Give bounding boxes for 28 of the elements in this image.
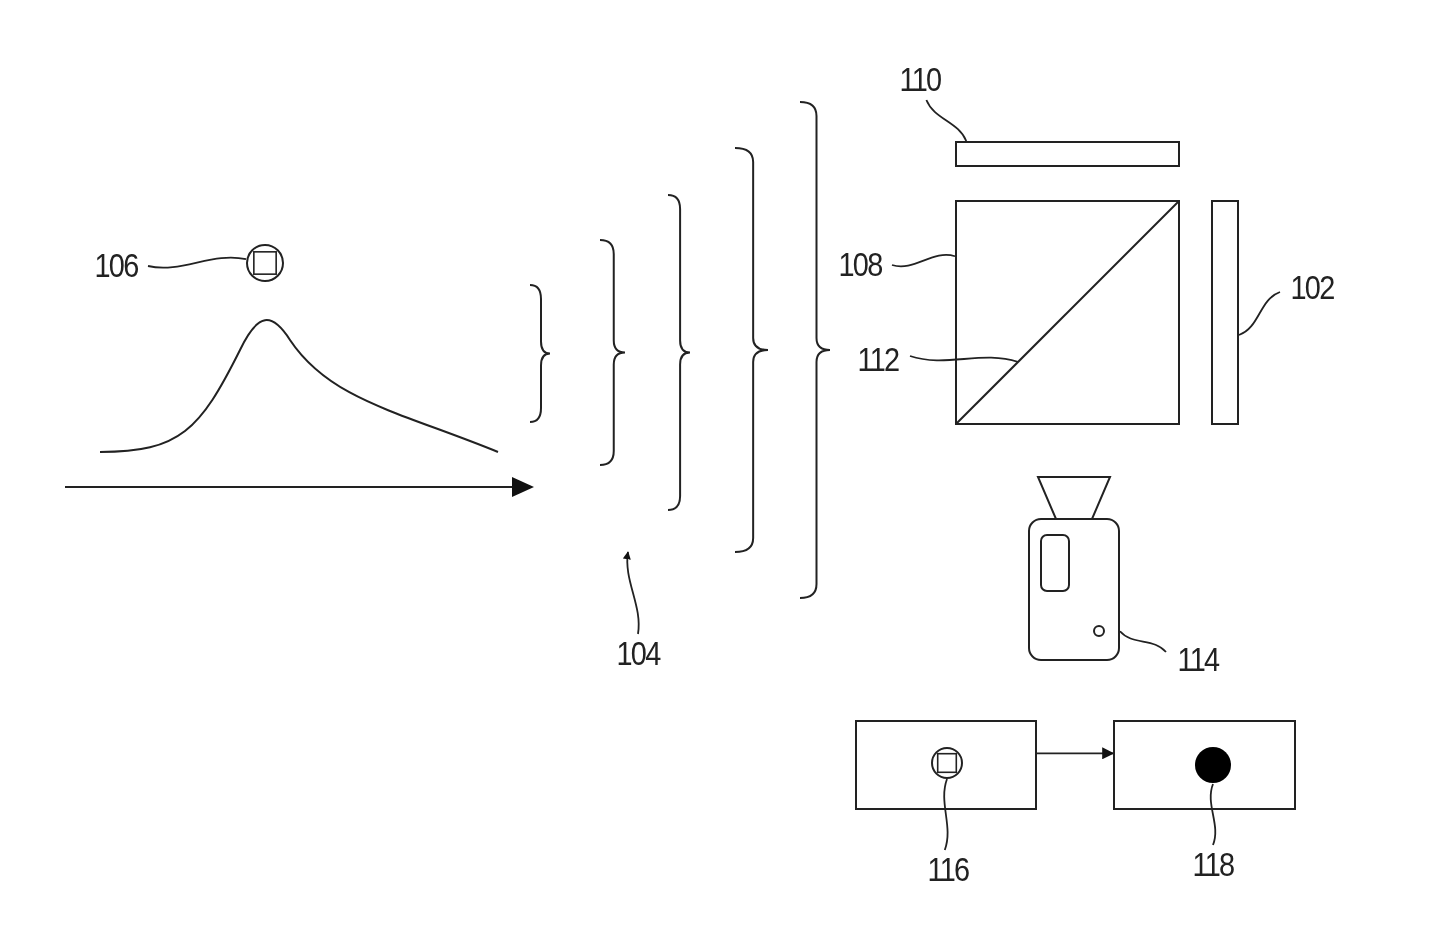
- cube-drawing: [955, 200, 1180, 425]
- callout-number: 112: [850, 340, 906, 380]
- callout-number: 116: [920, 850, 976, 890]
- leader-line: [1209, 783, 1217, 846]
- leader-line: [943, 778, 949, 851]
- arrow: [1036, 747, 1115, 760]
- filled-dot: [1194, 746, 1232, 784]
- marker-symbol: [246, 244, 284, 282]
- leader-line: [925, 99, 968, 142]
- marker-symbol: [931, 747, 963, 779]
- leader-line: [1238, 291, 1281, 336]
- leader-line: [623, 551, 640, 635]
- callout-number: 118: [1185, 845, 1241, 885]
- callout-number: 106: [88, 246, 144, 286]
- image-frame: [855, 720, 1037, 810]
- plate-bar: [955, 141, 1180, 167]
- callout-number: 108: [832, 245, 888, 285]
- callout-number: 102: [1284, 268, 1340, 308]
- leader-line: [909, 355, 1019, 363]
- callout-number: 104: [610, 634, 666, 674]
- leader-line: [147, 256, 247, 269]
- leader-line: [1119, 630, 1167, 653]
- leader-line: [891, 254, 956, 268]
- plate-bar: [1211, 200, 1239, 425]
- image-frame: [1113, 720, 1296, 810]
- camera-drawing: [1028, 475, 1120, 661]
- callout-number: 110: [892, 60, 948, 100]
- callout-number: 114: [1170, 640, 1226, 680]
